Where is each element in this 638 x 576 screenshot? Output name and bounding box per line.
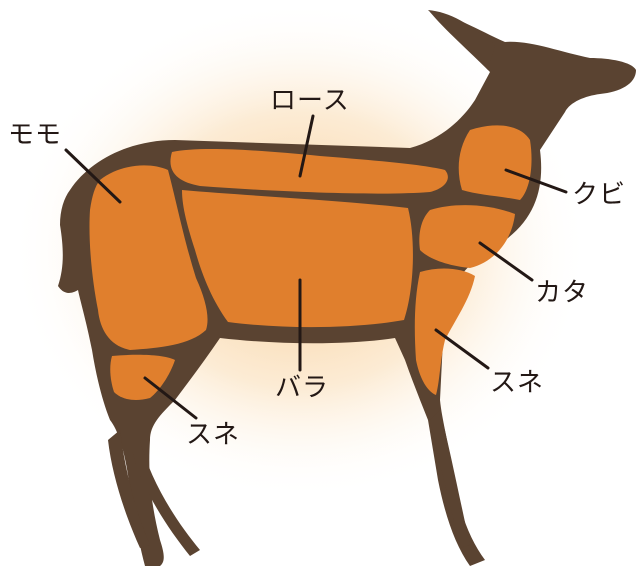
label-momo: モモ (8, 120, 62, 150)
label-kubi: クビ (572, 180, 626, 210)
label-bara: バラ (275, 373, 329, 403)
label-sune-front: スネ (490, 368, 544, 398)
label-rosu: ロース (270, 86, 350, 116)
label-kata: カタ (535, 278, 589, 308)
label-sune-hind: スネ (186, 420, 240, 450)
cut-kubi (459, 125, 532, 200)
